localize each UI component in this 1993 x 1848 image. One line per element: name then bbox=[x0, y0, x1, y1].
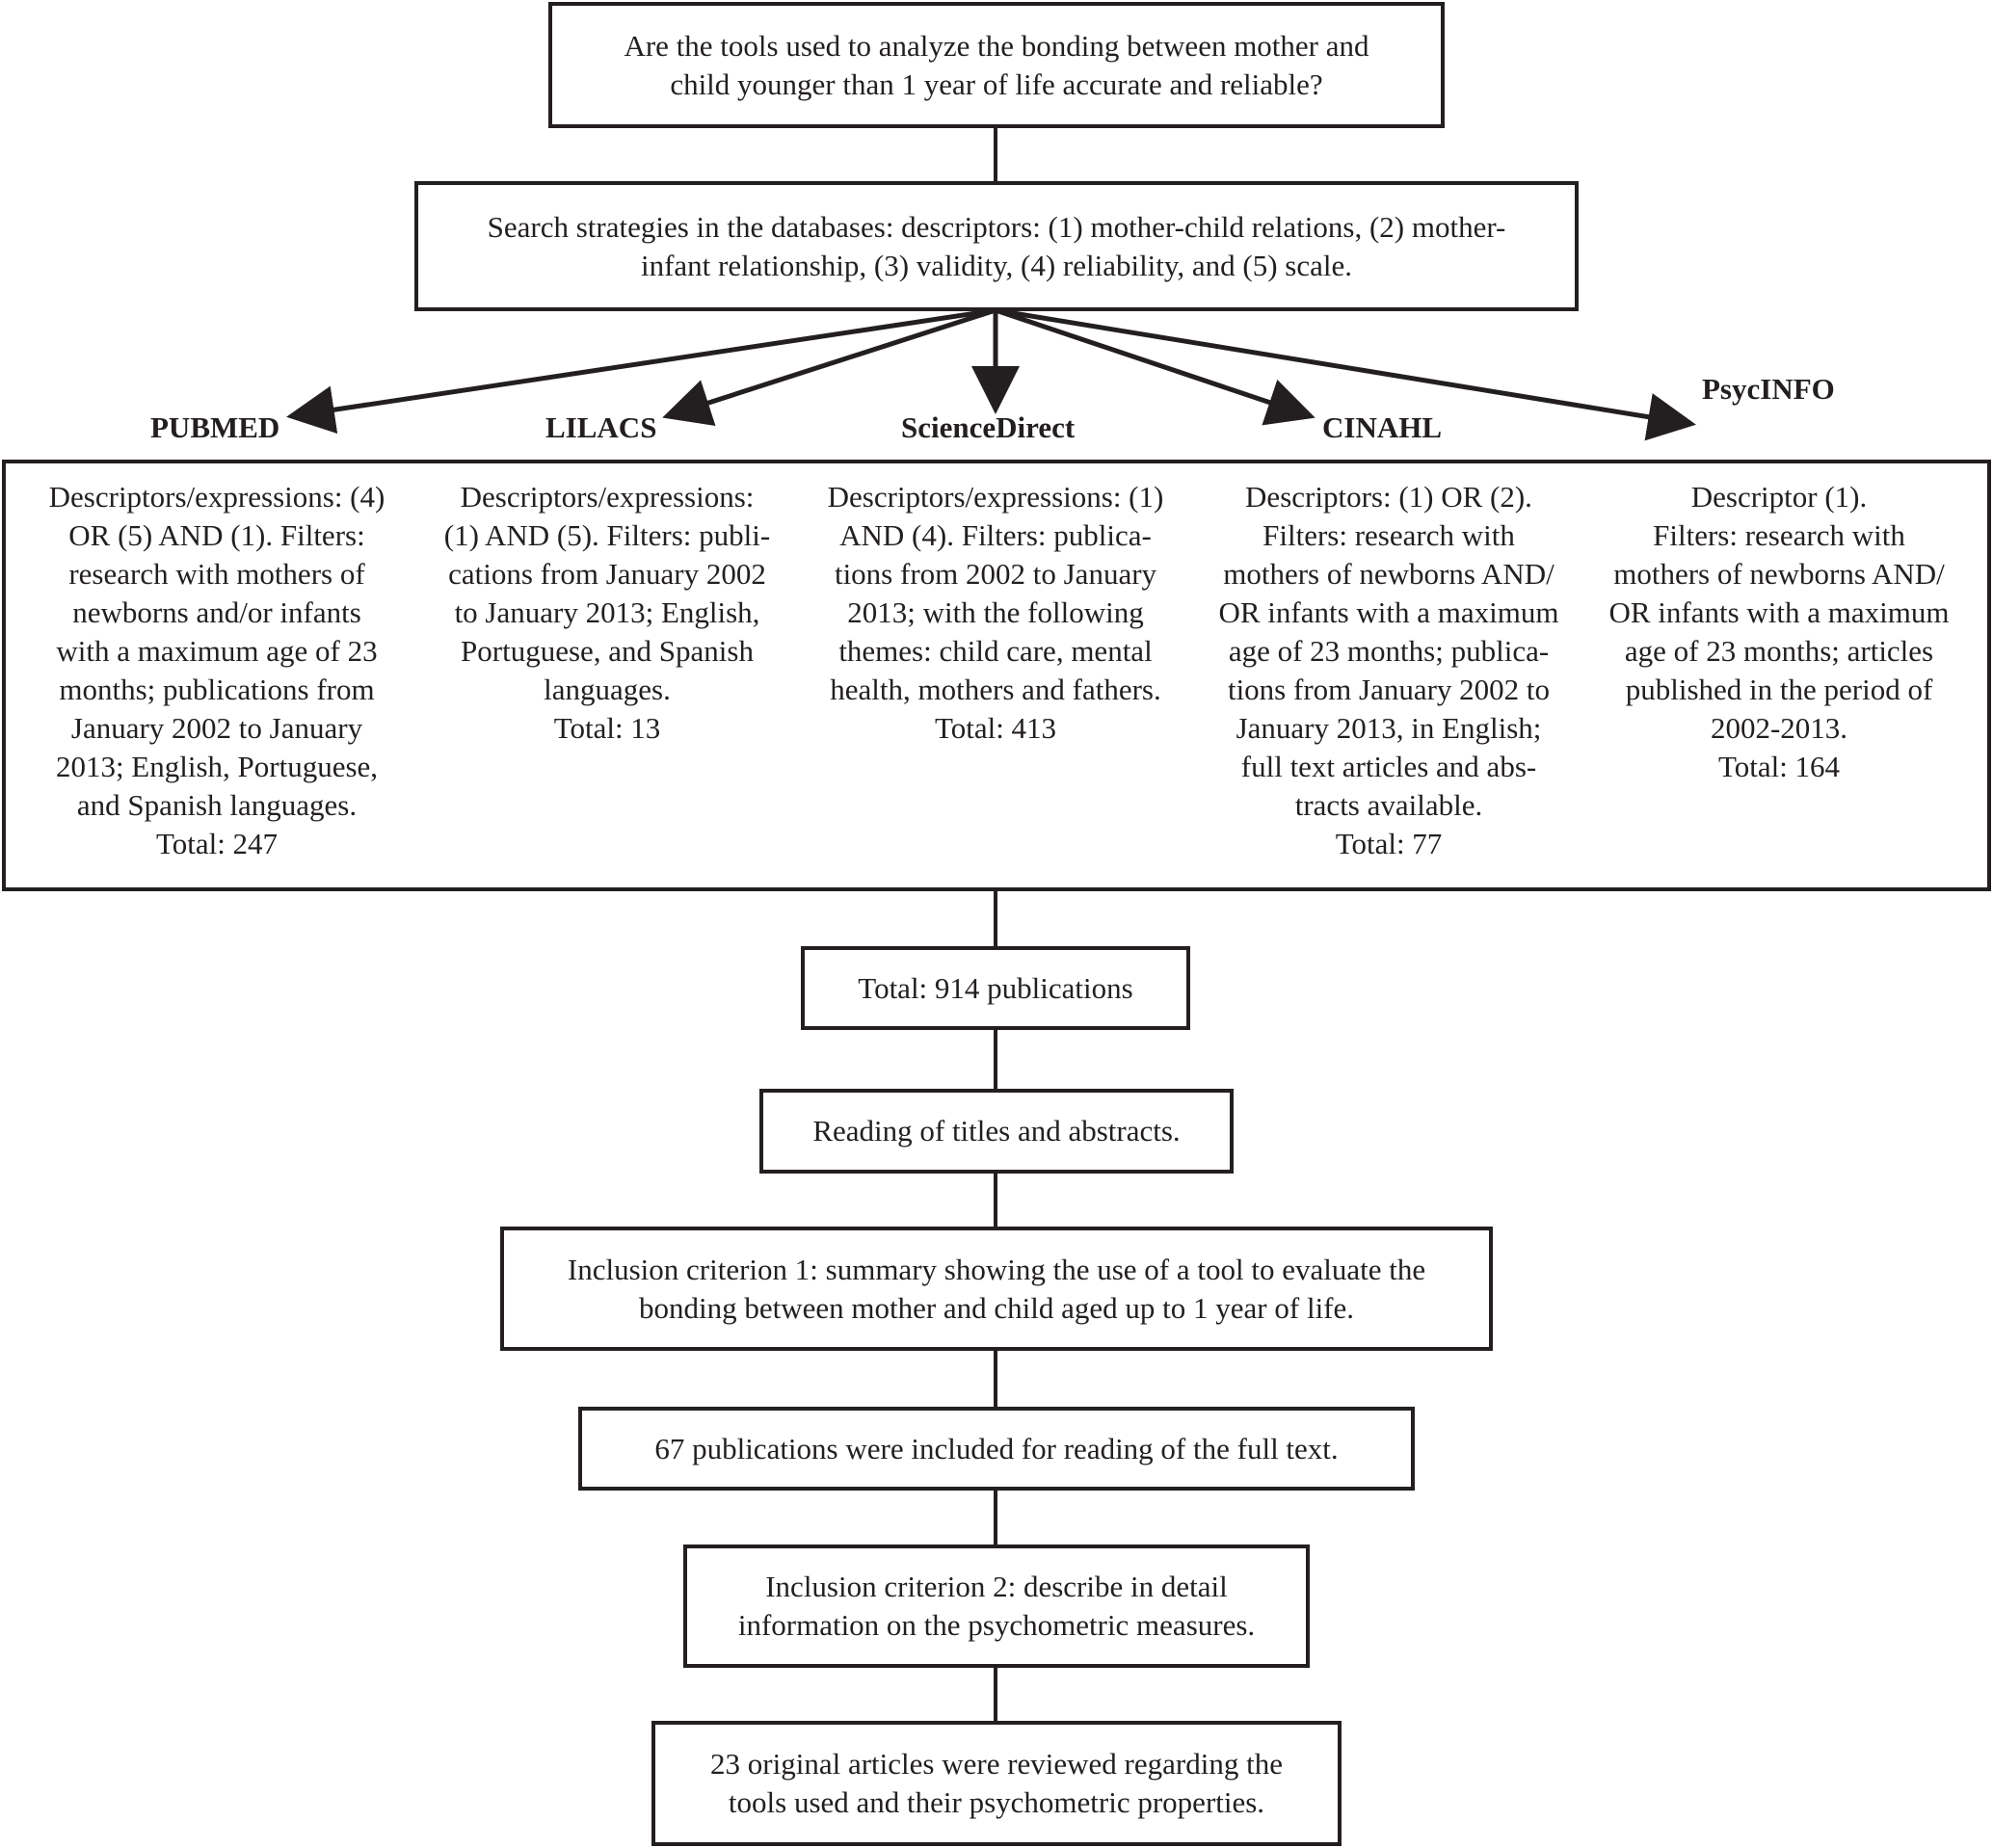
research-question-text: Are the tools used to analyze the bondin… bbox=[624, 28, 1369, 101]
cinahl-description: Descriptors: (1) OR (2). Filters: resear… bbox=[1218, 480, 1559, 822]
final-articles-text: 23 original articles were reviewed regar… bbox=[710, 1747, 1283, 1819]
inclusion-criterion-2-text: Inclusion criterion 2: describe in detai… bbox=[737, 1570, 1256, 1642]
pubmed-total: Total: 247 bbox=[155, 827, 279, 860]
arrow-to-pubmed bbox=[286, 307, 996, 435]
full-text-text: 67 publications were included for readin… bbox=[654, 1431, 1339, 1465]
sciencedirect-total: Total: 413 bbox=[934, 711, 1057, 745]
search-strategy-box: Search strategies in the databases: desc… bbox=[414, 181, 1579, 311]
inclusion-criterion-2-box: Inclusion criterion 2: describe in detai… bbox=[683, 1544, 1310, 1668]
arrow-to-lilacs bbox=[662, 307, 996, 426]
inclusion-criterion-1-text: Inclusion criterion 1: summary showing t… bbox=[567, 1252, 1426, 1325]
total-publications-box: Total: 914 publications bbox=[801, 946, 1190, 1030]
sciencedirect-description: Descriptors/expressions: (1) AND (4). Fi… bbox=[827, 480, 1164, 706]
lilacs-total: Total: 13 bbox=[553, 711, 661, 745]
screening-box: Reading of titles and abstracts. bbox=[759, 1089, 1234, 1174]
inclusion-criterion-1-box: Inclusion criterion 1: summary showing t… bbox=[500, 1227, 1493, 1351]
database-column-lilacs: Descriptors/expressions: (1) AND (5). Fi… bbox=[414, 478, 800, 748]
database-column-cinahl: Descriptors: (1) OR (2). Filters: resear… bbox=[1191, 478, 1586, 863]
psycinfo-total: Total: 164 bbox=[1717, 750, 1841, 783]
database-column-pubmed: Descriptors/expressions: (4) OR (5) AND … bbox=[19, 478, 414, 863]
lilacs-description: Descriptors/expressions: (1) AND (5). Fi… bbox=[443, 480, 771, 706]
database-name-psycinfo: PsycINFO bbox=[1702, 372, 1835, 406]
database-name-pubmed: PUBMED bbox=[150, 410, 280, 444]
full-text-box: 67 publications were included for readin… bbox=[578, 1407, 1415, 1491]
database-name-lilacs: LILACS bbox=[545, 410, 657, 444]
cinahl-total: Total: 77 bbox=[1335, 827, 1443, 860]
research-question-box: Are the tools used to analyze the bondin… bbox=[548, 2, 1445, 128]
screening-text: Reading of titles and abstracts. bbox=[812, 1114, 1181, 1148]
arrow-to-cinahl bbox=[995, 307, 1315, 426]
arrow-to-psycinfo bbox=[995, 307, 1696, 441]
database-name-sciencedirect: ScienceDirect bbox=[901, 410, 1076, 444]
total-publications-text: Total: 914 publications bbox=[858, 970, 1133, 1005]
final-articles-box: 23 original articles were reviewed regar… bbox=[651, 1721, 1342, 1846]
database-column-psycinfo: Descriptor (1). Filters: research with m… bbox=[1586, 478, 1972, 786]
database-name-cinahl: CINAHL bbox=[1322, 410, 1443, 444]
psycinfo-description: Descriptor (1). Filters: research with m… bbox=[1608, 480, 1950, 745]
pubmed-description: Descriptors/expressions: (4) OR (5) AND … bbox=[48, 480, 385, 822]
search-strategy-text: Search strategies in the databases: desc… bbox=[487, 209, 1506, 282]
database-results-box bbox=[2, 460, 1991, 891]
database-column-sciencedirect: Descriptors/expressions: (1) AND (4). Fi… bbox=[800, 478, 1191, 748]
